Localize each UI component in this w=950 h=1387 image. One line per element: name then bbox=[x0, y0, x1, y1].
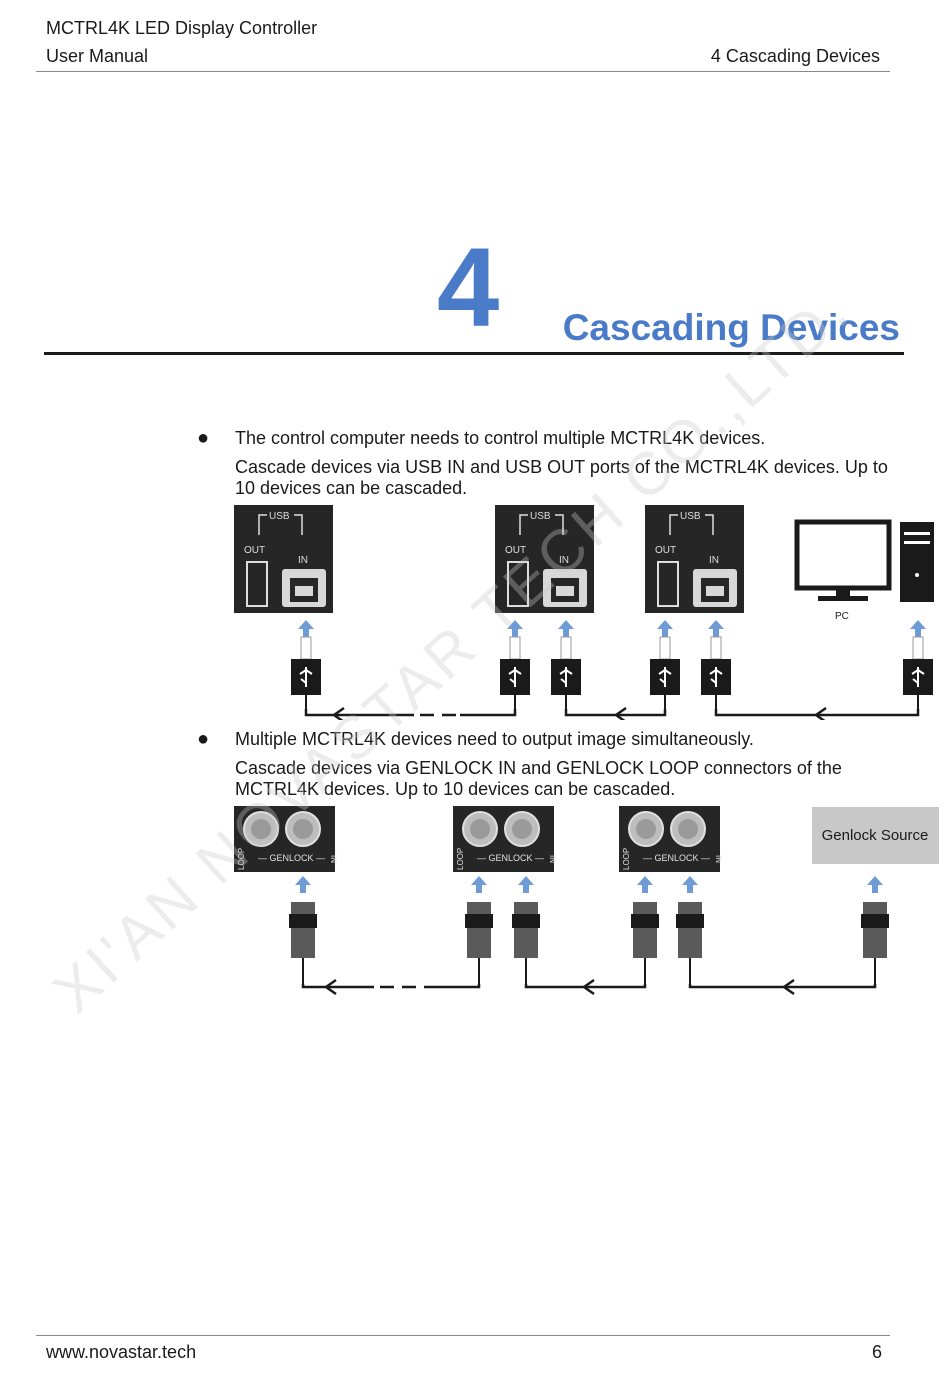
pc-monitor-icon bbox=[794, 519, 892, 601]
pc-label: PC bbox=[835, 611, 849, 622]
genlock-in-label-1: IN bbox=[329, 855, 338, 863]
usb-out-label-2: OUT bbox=[505, 545, 526, 556]
loop-label-2: LOOP bbox=[456, 848, 465, 870]
usb-label-3: USB bbox=[680, 511, 701, 522]
header-doc-type: User Manual bbox=[46, 46, 149, 66]
header-divider bbox=[36, 71, 890, 72]
page-number: 6 bbox=[871, 1342, 882, 1362]
genlock-source-label: Genlock Source bbox=[822, 827, 929, 844]
svg-text:OUT: OUT bbox=[244, 545, 265, 556]
pc-tower-icon bbox=[900, 522, 934, 602]
header-section: 4 Cascading Devices bbox=[710, 46, 880, 66]
footer-divider bbox=[36, 1335, 890, 1336]
chapter-title: Cascading Devices bbox=[562, 307, 900, 348]
bullet-1-detail: Cascade devices via USB IN and USB OUT p… bbox=[235, 457, 888, 498]
usb-cascade-figure: OUT IN USB OUT IN USB OUT IN USB PC bbox=[234, 505, 934, 720]
bullet-1-lead: The control computer needs to control mu… bbox=[235, 428, 766, 448]
usb-label-2: USB bbox=[530, 511, 551, 522]
usb-label-1: USB bbox=[269, 511, 290, 522]
usb-in-label-1: IN bbox=[298, 555, 308, 566]
genlock-label-2: — GENLOCK — bbox=[477, 853, 544, 863]
bullet-dot: ● bbox=[197, 427, 210, 449]
usb-in-label-3: IN bbox=[709, 555, 719, 566]
genlock-source-box bbox=[812, 807, 939, 864]
usb-out-label-3: OUT bbox=[655, 545, 676, 556]
genlock-in-label-3: IN bbox=[714, 855, 723, 863]
chapter-divider bbox=[44, 352, 904, 355]
bullet-2-detail: Cascade devices via GENLOCK IN and GENLO… bbox=[235, 758, 842, 799]
footer-website: www.novastar.tech bbox=[46, 1342, 197, 1362]
genlock-cascade-figure: — GENLOCK — — GENLOCK — — GENLOCK — LOOP… bbox=[234, 806, 939, 996]
chapter-number: 4 bbox=[437, 225, 500, 350]
usb-out-label-1: OUT bbox=[244, 545, 265, 556]
loop-label-1: LOOP bbox=[237, 848, 246, 870]
loop-label-3: LOOP bbox=[622, 848, 631, 870]
usb-in-label-2: IN bbox=[559, 555, 569, 566]
header-product: MCTRL4K LED Display Controller bbox=[46, 18, 318, 38]
bullet-dot: ● bbox=[197, 728, 210, 750]
genlock-label-3: — GENLOCK — bbox=[643, 853, 710, 863]
bullet-2-lead: Multiple MCTRL4K devices need to output … bbox=[235, 729, 754, 749]
genlock-label-1: — GENLOCK — bbox=[258, 853, 325, 863]
genlock-in-label-2: IN bbox=[548, 855, 557, 863]
